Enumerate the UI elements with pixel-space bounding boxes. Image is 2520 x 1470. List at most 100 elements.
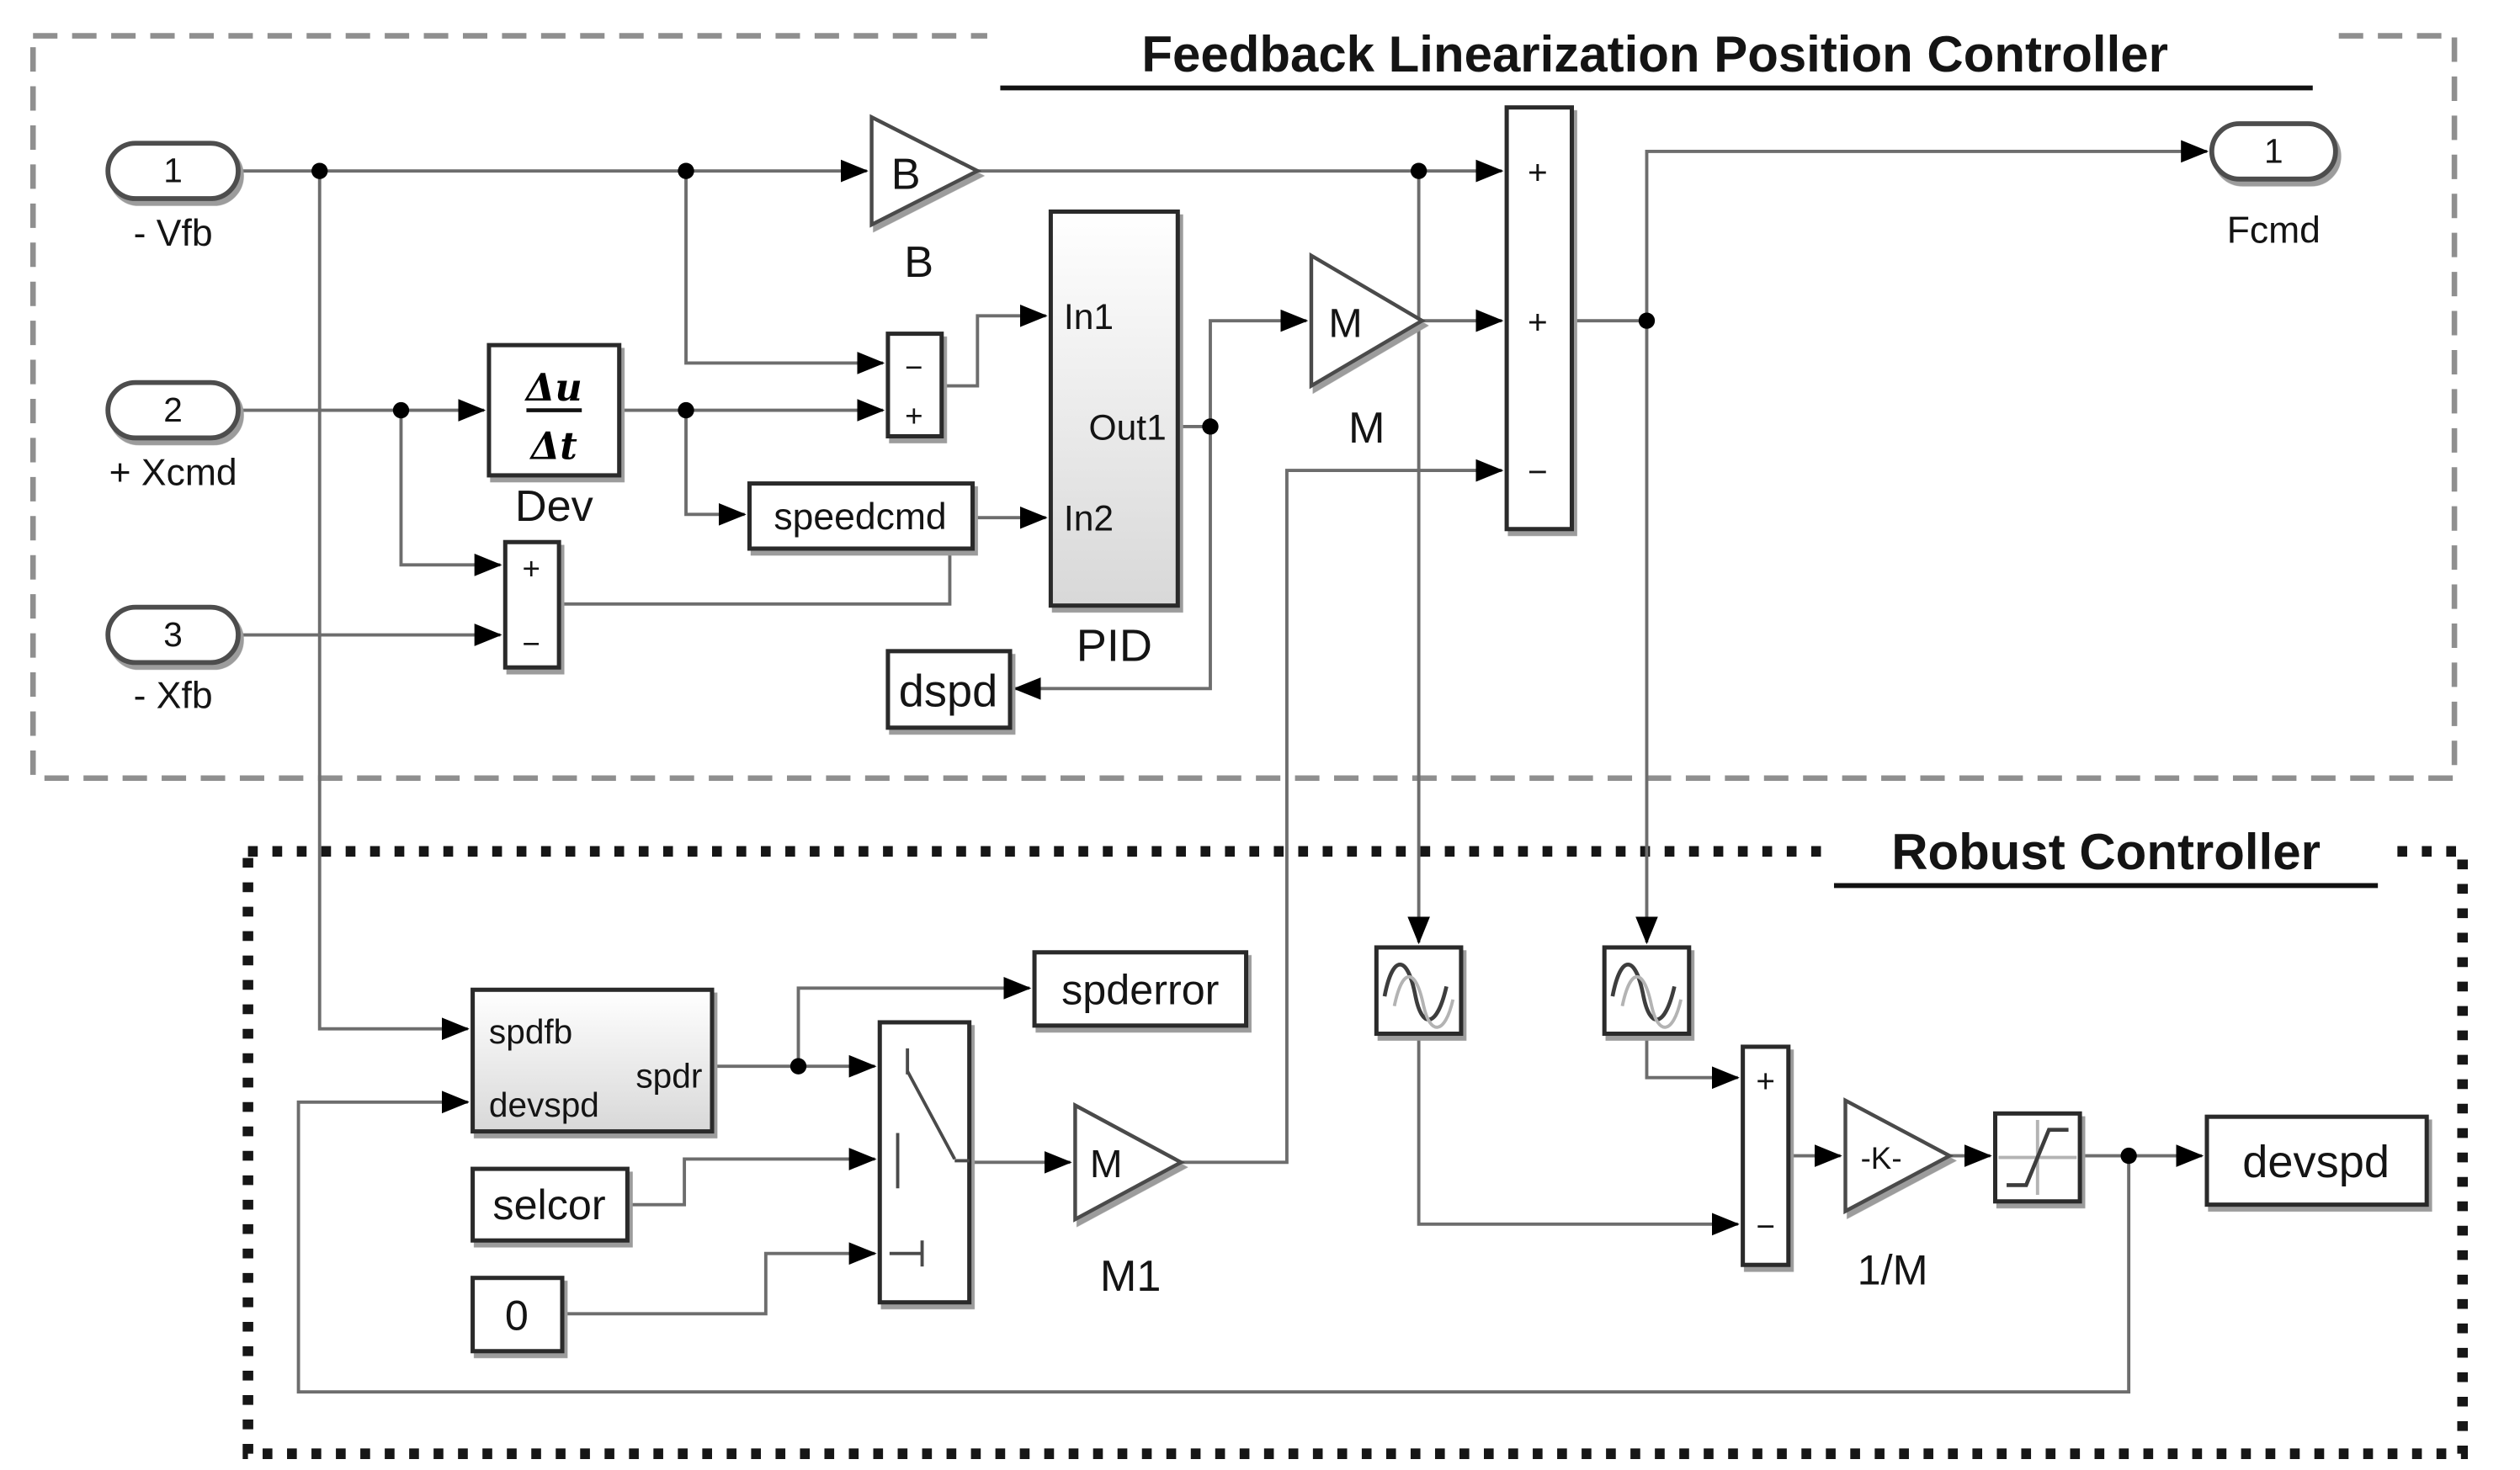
fcn-in1-label: spdfb [489,1012,572,1051]
sum1-plus-sign: + [905,399,922,433]
junction-b-line [1410,162,1427,179]
selcor-from-block[interactable]: selcor [471,1166,630,1243]
inport-2[interactable]: 2 + Xcmd [105,379,241,494]
gain-m1-triangle[interactable] [1073,1101,1185,1223]
dspd-text: dspd [899,666,997,717]
inport-3-oval[interactable] [105,604,241,666]
fl-title-group: Feedback Linearization Position Controll… [986,13,2326,95]
force-sum-plus2-sign: + [1528,303,1548,342]
gain-b-block[interactable]: B B [869,114,982,287]
wires [237,140,2209,1394]
inport-3-number: 3 [163,615,183,654]
pid-rect[interactable] [1048,209,1180,608]
speedcmd-rect[interactable] [747,481,976,551]
junction-saturation-out [2120,1147,2137,1165]
speedcmd-goto-block[interactable]: speedcmd [747,481,976,551]
outport-fcmd[interactable]: 1 Fcmd [2209,121,2338,251]
dspd-rect[interactable] [885,649,1013,730]
switch-icon [889,1048,970,1267]
wire-dev-to-speedcmd [684,410,747,526]
robust-sum-rect[interactable] [1741,1044,1791,1267]
inport-1[interactable]: 1 - Vfb [105,141,241,254]
selcor-text: selcor [492,1181,605,1229]
gain-m1-label: M1 [1100,1252,1162,1301]
robust-title-group: Robust Controller [1821,810,2391,893]
selcor-rect[interactable] [471,1166,630,1243]
robust-sum-plus-sign: + [1756,1064,1775,1100]
pid-subsystem-block[interactable]: In1 Out1 In2 PID [1048,209,1180,671]
wire-vfb-to-sum1-minus [684,171,885,374]
force-sum-block[interactable]: + + − [1504,105,1575,532]
wire-vfb-to-spdfb [317,171,470,1041]
position-sum-rect[interactable] [502,539,561,670]
gain-m-text: M [1328,300,1362,346]
inport-1-label: - Vfb [134,213,213,254]
position-sum-plus-sign: + [523,552,540,586]
junction-sum-out [1638,312,1656,329]
shaper-left-block[interactable] [1374,945,1464,1037]
devspd-goto-block[interactable]: devspd [2204,1114,2429,1207]
dev-denominator: Δt [529,425,578,469]
dev-block[interactable]: Δu Δt Dev [486,342,622,531]
wire-feedback-to-devspd-input [296,1091,2131,1394]
outport-oval[interactable] [2209,121,2338,182]
wire-sum-to-fcmd [1645,140,2209,321]
sum1-rect[interactable] [885,332,944,439]
switch-block[interactable] [877,1020,972,1305]
sum1-block[interactable]: − + [885,332,944,439]
gain-m-triangle[interactable] [1309,252,1426,390]
switch-rect[interactable] [877,1020,972,1305]
fcn-spdr-block[interactable]: spdfb devspd spdr [471,987,715,1134]
zero-constant-block[interactable]: 0 [471,1276,565,1354]
feedback-linearization-boundary [29,33,2458,782]
inport-1-number: 1 [163,151,183,190]
pid-label: PID [1077,620,1152,671]
inport-1-oval[interactable] [105,141,241,201]
saturation-block[interactable] [1992,1111,2082,1204]
junction-spdr [789,1058,807,1075]
robust-sum-block[interactable]: + − [1741,1044,1791,1267]
shaper-right-block[interactable] [1602,945,1692,1037]
inport-2-number: 2 [163,390,183,429]
inport-3-label: - Xfb [134,676,213,717]
outport-number: 1 [2264,131,2283,170]
inport-2-oval[interactable] [105,379,241,441]
gain-b-triangle[interactable] [869,114,982,228]
spderror-goto-block[interactable]: spderror [1032,950,1249,1028]
dev-label: Dev [515,482,593,531]
dspd-goto-block[interactable]: dspd [885,649,1013,730]
saturation-icon [2007,1128,2069,1187]
zero-rect[interactable] [471,1276,565,1354]
sine-icon [1382,963,1449,1022]
devspd-rect[interactable] [2204,1114,2429,1207]
wire-xcmd-to-sum2-plus [399,410,502,576]
gain-k-triangle[interactable] [1843,1097,1954,1215]
junction-dev-out [678,401,694,419]
gain-k-label: 1/M [1858,1245,1928,1293]
fcn-rect[interactable] [471,987,715,1134]
force-sum-minus-sign: − [1528,453,1548,491]
wire-pid-to-dspd [1013,426,1212,700]
fl-title-backdrop [986,13,2326,95]
robust-title-backdrop [1821,810,2391,893]
fcn-in2-label: devspd [489,1085,599,1124]
spderror-rect[interactable] [1032,950,1249,1028]
force-sum-plus1-sign: + [1528,153,1548,192]
dev-rect[interactable] [486,342,622,478]
inport-3[interactable]: 3 - Xfb [105,604,241,717]
gain-m-block[interactable]: M M [1309,252,1426,453]
pid-in1-label: In1 [1064,297,1114,337]
gain-b-label: B [904,238,933,287]
dev-numerator: Δu [524,366,582,410]
zero-text: 0 [505,1292,529,1340]
gain-m1-text: M [1090,1142,1123,1186]
pid-out1-label: Out1 [1089,407,1167,448]
fcn-out-label: spdr [635,1056,702,1095]
gain-k-text: -K- [1861,1141,1902,1175]
gain-m1-block[interactable]: M M1 [1073,1101,1185,1302]
force-sum-rect[interactable] [1504,105,1575,532]
gain-k-block[interactable]: -K- 1/M [1843,1097,1954,1294]
position-sum-block[interactable]: + − [502,539,561,670]
wire-sum1-to-pid-in1 [941,304,1048,388]
